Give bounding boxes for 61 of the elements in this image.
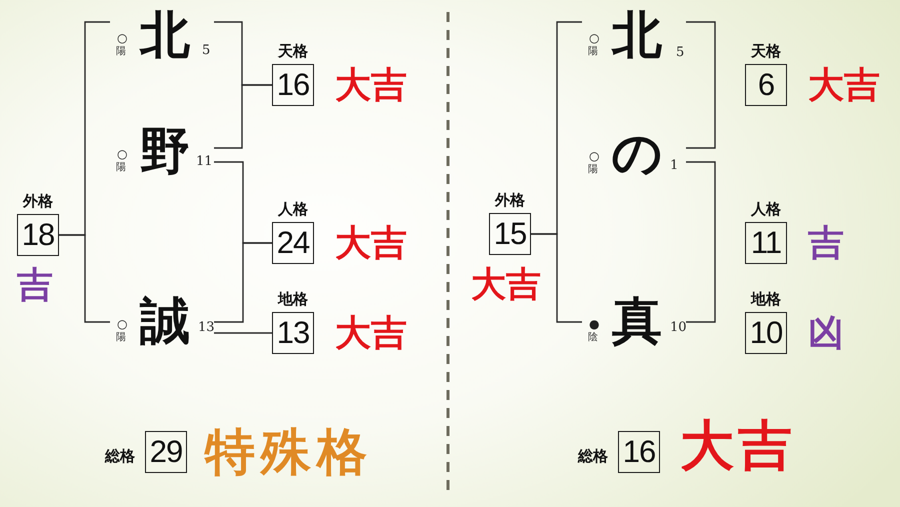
grade-label: 外格 xyxy=(494,191,526,209)
connector-line xyxy=(59,234,110,323)
name-character: 真 xyxy=(611,294,663,348)
stroke-count: 10 xyxy=(670,321,687,335)
number-box: 11 xyxy=(745,222,787,264)
polarity-mark: ○ xyxy=(589,150,600,163)
name-character: 野 xyxy=(139,124,191,178)
polarity-mark: ● xyxy=(589,318,600,331)
polarity-mark: ○ xyxy=(117,32,128,45)
number-box: 16 xyxy=(618,431,660,473)
grade-label: 人格 xyxy=(750,200,782,218)
connector-line xyxy=(686,161,716,323)
grade-label: 地格 xyxy=(276,290,309,308)
connector-line xyxy=(214,242,272,323)
fortune-text: 大吉 xyxy=(471,266,541,304)
polarity-label: 陰 xyxy=(588,332,598,344)
number-box: 10 xyxy=(745,312,787,354)
grade-label: 地格 xyxy=(750,290,782,308)
fortune-text: 特殊格 xyxy=(205,424,373,479)
fortune-text: 大吉 xyxy=(335,66,407,106)
polarity-mark: ○ xyxy=(117,148,128,161)
name-character: 北 xyxy=(610,8,663,62)
polarity-label: 陽 xyxy=(116,46,126,58)
stroke-count: 5 xyxy=(676,46,684,60)
name-character: 北 xyxy=(138,8,191,62)
name-character: の xyxy=(610,126,664,180)
fortune-text: 大吉 xyxy=(335,224,407,264)
number-box: 18 xyxy=(17,214,59,256)
fortune-text: 吉 xyxy=(17,266,53,306)
polarity-mark: ○ xyxy=(117,318,128,331)
grade-label: 人格 xyxy=(276,200,309,218)
number-box: 24 xyxy=(272,222,314,264)
polarity-label: 陽 xyxy=(116,332,126,344)
connector-line xyxy=(214,84,272,149)
fortune-text: 大吉 xyxy=(335,314,407,354)
connector-line xyxy=(686,21,716,149)
connector-line xyxy=(214,332,272,334)
grade-label: 総格 xyxy=(578,447,608,465)
name-character: 誠 xyxy=(138,294,191,348)
fortune-text: 吉 xyxy=(808,224,844,264)
grade-label: 総格 xyxy=(105,447,135,465)
grade-label: 天格 xyxy=(276,42,309,60)
number-box: 6 xyxy=(745,64,787,106)
stroke-count: 1 xyxy=(670,159,678,173)
fortune-text: 凶 xyxy=(808,314,844,354)
grade-label: 外格 xyxy=(22,192,54,210)
polarity-label: 陽 xyxy=(588,46,598,58)
fortune-text: 大吉 xyxy=(680,416,796,476)
polarity-mark: ○ xyxy=(589,32,600,45)
number-box: 29 xyxy=(145,431,187,473)
number-box: 13 xyxy=(272,312,314,354)
polarity-label: 陽 xyxy=(588,164,598,176)
number-box: 16 xyxy=(272,64,314,106)
connector-line xyxy=(531,233,582,323)
stroke-count: 11 xyxy=(196,155,213,169)
polarity-label: 陽 xyxy=(116,162,126,174)
stroke-count: 5 xyxy=(202,44,210,58)
number-box: 15 xyxy=(489,213,531,255)
stroke-count: 13 xyxy=(198,321,215,335)
fortune-text: 大吉 xyxy=(808,66,880,106)
grade-label: 天格 xyxy=(750,42,782,60)
